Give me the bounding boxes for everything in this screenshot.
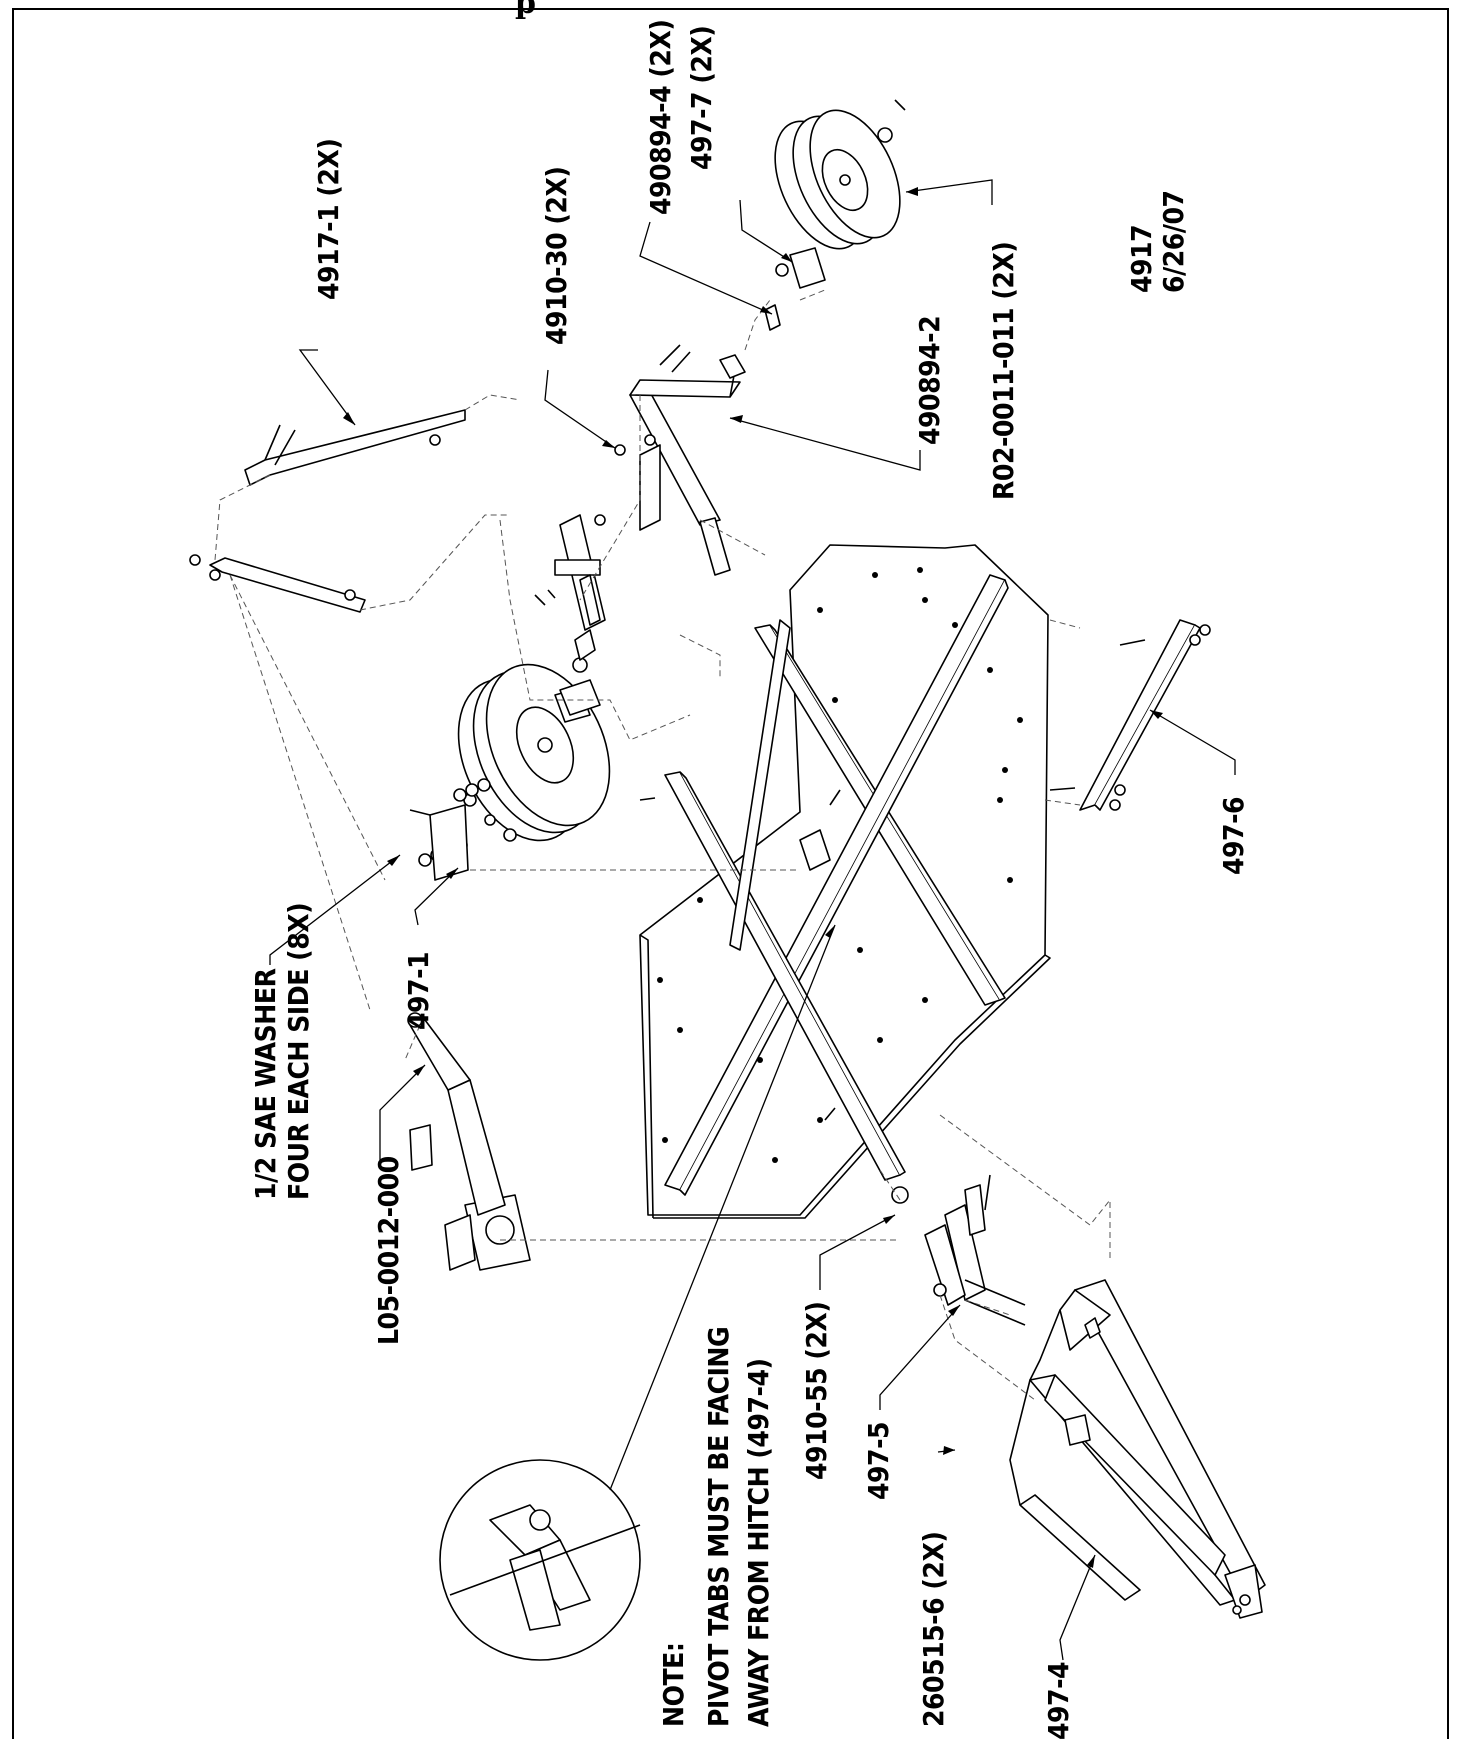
label-497-6: 497-6 bbox=[1217, 796, 1250, 875]
drawing-border bbox=[12, 8, 1449, 1739]
label-497-5: 497-5 bbox=[862, 1421, 895, 1500]
label-washer-line1: 1/2 SAE WASHER bbox=[249, 968, 282, 1200]
brace-497-6 bbox=[1049, 619, 1211, 811]
label-490894-4: 490894-4 (2X) bbox=[644, 19, 677, 215]
label-washer-line2: FOUR EACH SIDE (8X) bbox=[282, 902, 315, 1200]
leader-washer bbox=[269, 854, 401, 965]
axle-bolts bbox=[534, 344, 691, 606]
right-wheel bbox=[774, 99, 906, 250]
leader-490894-2 bbox=[729, 417, 921, 471]
label-4910-30: 4910-30 (2X) bbox=[540, 166, 573, 345]
leader-497-6 bbox=[1149, 709, 1236, 775]
label-drawing-number: 4917 bbox=[1125, 224, 1158, 293]
right-hub-497-7 bbox=[764, 247, 826, 331]
label-4910-55: 4910-55 (2X) bbox=[800, 1301, 833, 1480]
leader-490894-4 bbox=[639, 221, 773, 315]
label-497-4: 497-4 bbox=[1042, 1661, 1075, 1740]
actuator-l05 bbox=[407, 1012, 531, 1271]
label-497-1: 497-1 bbox=[402, 951, 435, 1030]
deck-cross-bars bbox=[664, 574, 1009, 1196]
leader-4917-1 bbox=[298, 349, 356, 426]
label-490894-2: 490894-2 bbox=[913, 315, 946, 445]
label-note-line2: PIVOT TABS MUST BE FACING bbox=[702, 1326, 735, 1727]
leader-497-1 bbox=[414, 867, 459, 926]
hitch-497-4 bbox=[1009, 1279, 1266, 1619]
leader-497-4 bbox=[1059, 1554, 1096, 1661]
label-497-7: 497-7 (2X) bbox=[685, 25, 718, 170]
leader-497-7 bbox=[739, 199, 793, 263]
leader-497-5 bbox=[879, 1304, 961, 1410]
axle-arm-497-1 bbox=[409, 804, 469, 881]
pivot-497-5 bbox=[891, 1174, 1026, 1326]
leader-note bbox=[609, 924, 836, 1491]
label-4917-1: 4917-1 (2X) bbox=[312, 138, 345, 300]
label-l05-0012-000: L05-0012-000 bbox=[372, 1156, 405, 1345]
leader-4910-30 bbox=[544, 369, 616, 449]
label-drawing-date: 6/26/07 bbox=[1157, 190, 1190, 293]
pivot-detail-circle bbox=[439, 1459, 641, 1661]
page-header-fragment: p bbox=[515, 0, 536, 21]
leader-4910-55 bbox=[819, 1214, 896, 1290]
left-hub-497-7 bbox=[559, 657, 601, 716]
leader-l05 bbox=[379, 1064, 426, 1160]
label-note-line3: AWAY FROM HITCH (497-4) bbox=[742, 1358, 775, 1727]
axle-490894-2 bbox=[554, 354, 746, 661]
label-r02-0011-011: R02-0011-011 (2X) bbox=[987, 241, 1020, 500]
label-note-title: NOTE: bbox=[657, 1642, 690, 1727]
brace-4917-1 bbox=[189, 409, 466, 613]
leader-r02 bbox=[905, 179, 993, 205]
deck-pivot-tabs bbox=[639, 789, 841, 1121]
label-260515-6: 260515-6 (2X) bbox=[917, 1531, 950, 1727]
